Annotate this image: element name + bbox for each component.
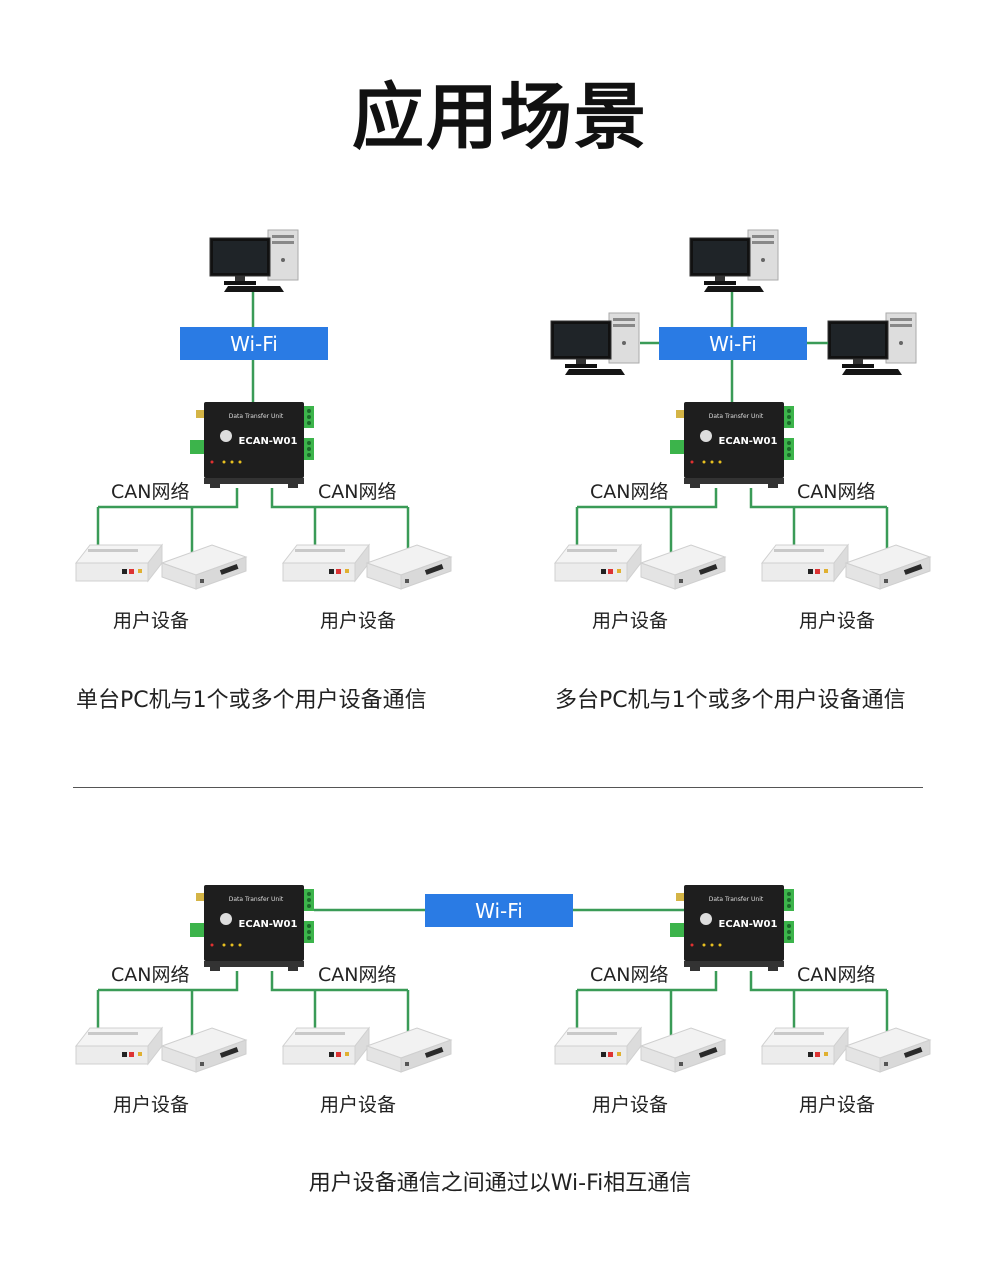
caption-single-pc: 单台PC机与1个或多个用户设备通信 (76, 688, 427, 713)
user-device-label: 用户设备 (113, 610, 190, 632)
dtu-model: ECAN-W01 (239, 436, 298, 447)
scenario-dtu-to-dtu: Data Transfer Unit ECAN-W01 Data Transfe… (75, 885, 931, 1073)
user-device-icon (845, 544, 931, 590)
dtu-model: ECAN-W01 (239, 919, 298, 930)
dtu-header: Data Transfer Unit (229, 896, 284, 903)
user-device-label: 用户设备 (799, 1094, 876, 1116)
user-device-icon (640, 1027, 726, 1073)
wifi-box-right: Wi-Fi (659, 327, 807, 360)
can-label: CAN网络 (318, 964, 397, 986)
desktop-pc-icon (689, 229, 779, 293)
desktop-pc-icon (209, 229, 299, 293)
wifi-box-left: Wi-Fi (180, 327, 328, 360)
scenario-multi-pc: Data Transfer Unit ECAN-W01 (550, 229, 931, 590)
user-device-icon (554, 1027, 642, 1065)
user-device-icon (761, 544, 849, 582)
dtu-model: ECAN-W01 (719, 436, 778, 447)
user-device-label: 用户设备 (320, 610, 397, 632)
user-device-icon (366, 544, 452, 590)
user-device-icon (640, 544, 726, 590)
dtu-model: ECAN-W01 (719, 919, 778, 930)
dtu-header: Data Transfer Unit (229, 413, 284, 420)
user-device-icon (845, 1027, 931, 1073)
can-label: CAN网络 (590, 964, 669, 986)
desktop-pc-icon (827, 312, 917, 376)
user-device-icon (554, 544, 642, 582)
user-device-icon (75, 1027, 163, 1065)
user-device-icon (161, 544, 247, 590)
caption-dtu-to-dtu: 用户设备通信之间通过以Wi-Fi相互通信 (308, 1171, 692, 1196)
user-device-icon (282, 1027, 370, 1065)
user-device-label: 用户设备 (592, 1094, 669, 1116)
user-device-label: 用户设备 (592, 610, 669, 632)
user-device-icon (75, 544, 163, 582)
section-divider (73, 787, 923, 788)
can-label: CAN网络 (111, 481, 190, 503)
user-device-icon (366, 1027, 452, 1073)
user-device-icon (282, 544, 370, 582)
user-device-icon (161, 1027, 247, 1073)
user-device-icon (761, 1027, 849, 1065)
user-device-label: 用户设备 (113, 1094, 190, 1116)
can-label: CAN网络 (318, 481, 397, 503)
dtu-header: Data Transfer Unit (709, 413, 764, 420)
scenario-single-pc: Data Transfer Unit ECAN-W01 (75, 229, 452, 590)
dtu-header: Data Transfer Unit (709, 896, 764, 903)
user-device-label: 用户设备 (320, 1094, 397, 1116)
caption-multi-pc: 多台PC机与1个或多个用户设备通信 (555, 688, 906, 713)
user-device-label: 用户设备 (799, 610, 876, 632)
page-title: 应用场景 (351, 75, 648, 159)
can-label: CAN网络 (797, 964, 876, 986)
can-label: CAN网络 (590, 481, 669, 503)
desktop-pc-icon (550, 312, 640, 376)
can-label: CAN网络 (111, 964, 190, 986)
can-label: CAN网络 (797, 481, 876, 503)
wifi-box-bottom: Wi-Fi (425, 894, 573, 927)
